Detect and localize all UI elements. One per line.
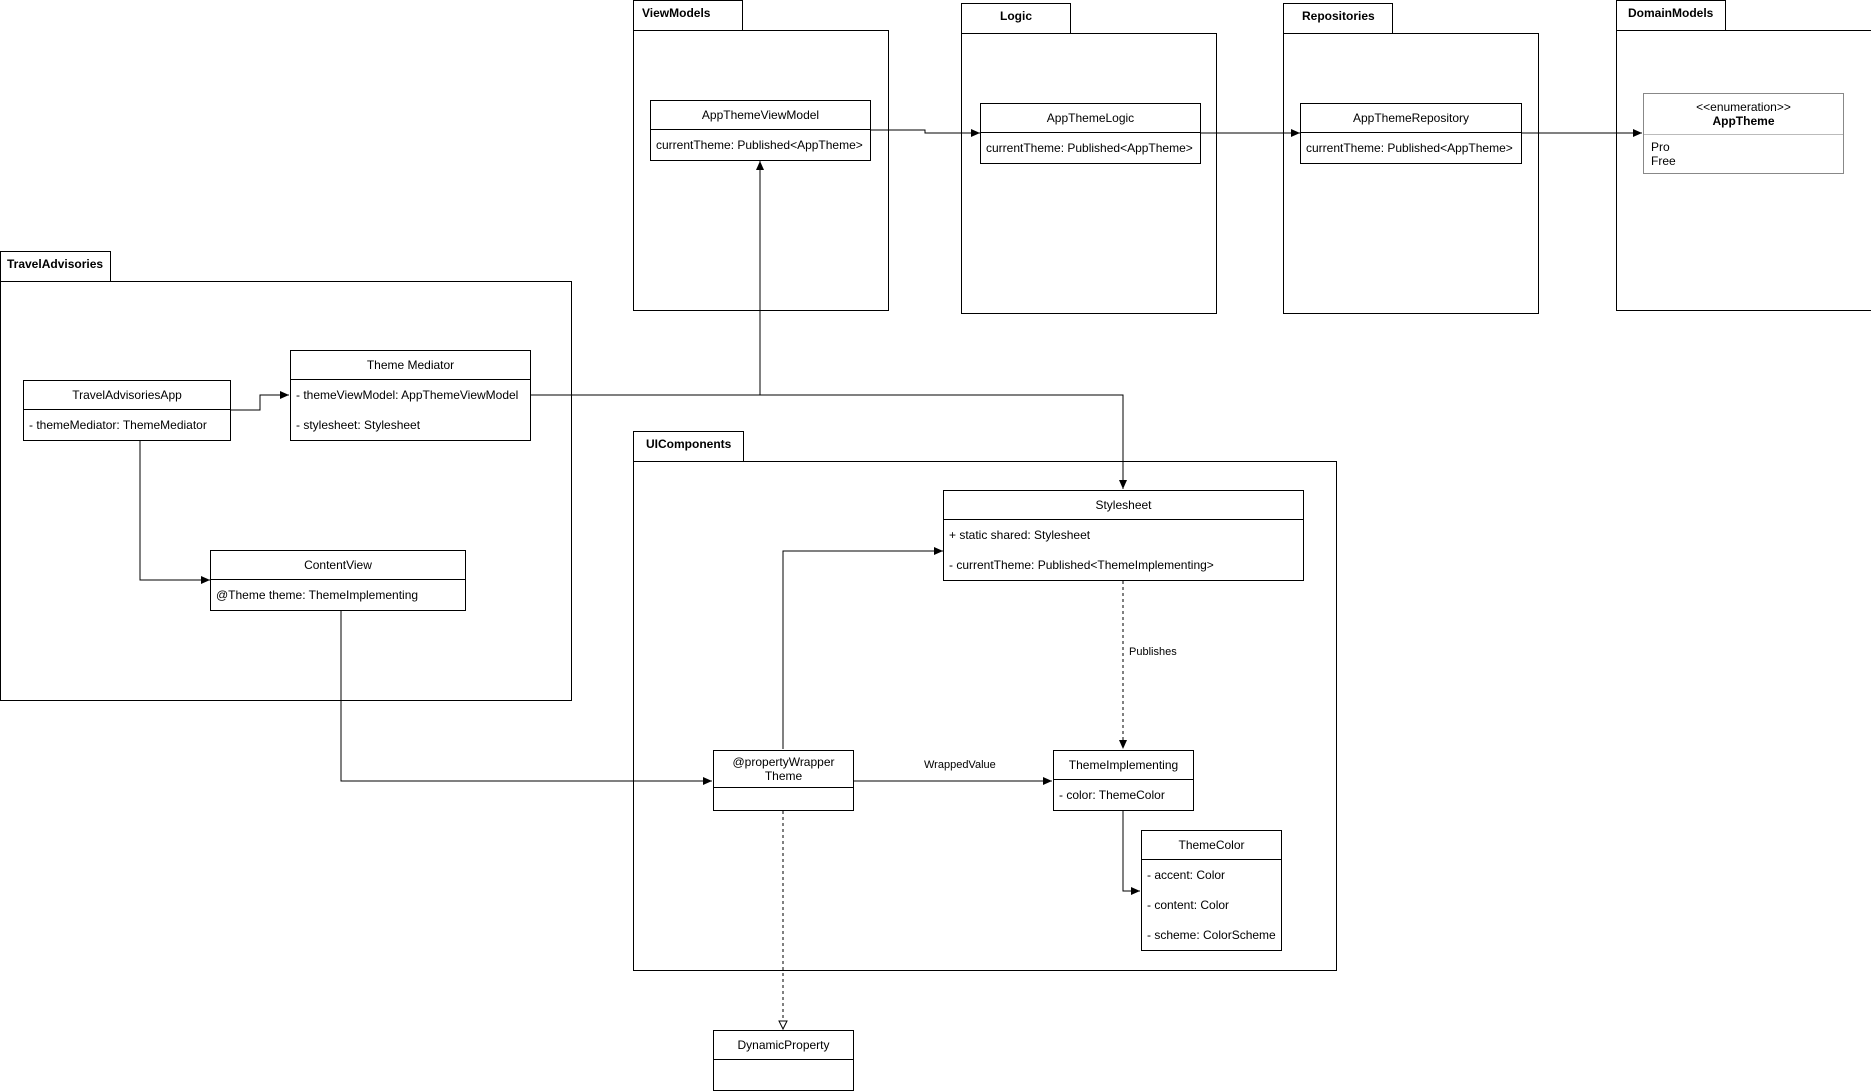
class-name: Theme Mediator [291, 351, 530, 380]
package-tab-viewmodels: ViewModels [633, 0, 743, 31]
package-tab-domainmodels: DomainModels [1616, 0, 1726, 31]
class-name: AppThemeLogic [981, 104, 1200, 133]
enum-app-theme[interactable]: <<enumeration>> AppTheme Pro Free [1643, 93, 1844, 174]
class-name: ThemeColor [1142, 831, 1281, 860]
class-dynamic-property[interactable]: DynamicProperty [713, 1030, 854, 1091]
class-theme-property-wrapper[interactable]: @propertyWrapper Theme [713, 750, 854, 811]
package-traveladvisories [0, 281, 572, 701]
class-travel-advisories-app[interactable]: TravelAdvisoriesApp - themeMediator: The… [23, 380, 231, 441]
class-name: TravelAdvisoriesApp [24, 381, 230, 410]
class-attribute: currentTheme: Published<AppTheme> [656, 138, 863, 152]
edge-label-wrapped-value: WrappedValue [922, 759, 998, 771]
package-tab-logic: Logic [961, 3, 1071, 34]
class-attribute: @Theme theme: ThemeImplementing [216, 588, 419, 602]
package-tab-repositories: Repositories [1283, 3, 1393, 34]
class-name: AppThemeViewModel [651, 101, 870, 130]
class-name: DynamicProperty [714, 1031, 853, 1060]
class-name: @propertyWrapper Theme [714, 751, 853, 788]
class-name-text: Theme [764, 769, 803, 783]
enum-value: Pro [1651, 140, 1670, 154]
class-app-theme-logic[interactable]: AppThemeLogic currentTheme: Published<Ap… [980, 103, 1201, 164]
class-stylesheet[interactable]: Stylesheet + static shared: Stylesheet -… [943, 490, 1304, 581]
package-tab-traveladvisories: TravelAdvisories [0, 251, 111, 282]
class-theme-mediator[interactable]: Theme Mediator - themeViewModel: AppThem… [290, 350, 531, 441]
package-uicomponents [633, 461, 1337, 971]
class-theme-color[interactable]: ThemeColor - accent: Color - content: Co… [1141, 830, 1282, 951]
class-attribute: currentTheme: Published<AppTheme> [1306, 141, 1513, 155]
class-attribute: - color: ThemeColor [1059, 788, 1165, 802]
class-name: AppThemeRepository [1301, 104, 1521, 133]
class-attribute: - scheme: ColorScheme [1147, 928, 1276, 942]
class-attribute: - themeViewModel: AppThemeViewModel [296, 388, 519, 402]
class-attribute: - currentTheme: Published<ThemeImplement… [949, 558, 1214, 572]
class-attribute: - stylesheet: Stylesheet [296, 418, 421, 432]
package-logic [961, 33, 1217, 314]
class-theme-implementing[interactable]: ThemeImplementing - color: ThemeColor [1053, 750, 1194, 811]
edge-label-publishes: Publishes [1127, 646, 1179, 658]
class-name: ContentView [211, 551, 465, 580]
class-attribute: + static shared: Stylesheet [949, 528, 1091, 542]
class-app-theme-viewmodel[interactable]: AppThemeViewModel currentTheme: Publishe… [650, 100, 871, 161]
class-attribute: currentTheme: Published<AppTheme> [986, 141, 1193, 155]
class-attribute: - accent: Color [1147, 868, 1226, 882]
class-content-view[interactable]: ContentView @Theme theme: ThemeImplement… [210, 550, 466, 611]
class-name: ThemeImplementing [1054, 751, 1193, 780]
enum-header: <<enumeration>> AppTheme [1644, 94, 1843, 135]
class-annotation: @propertyWrapper [732, 755, 835, 769]
package-domainmodels [1616, 30, 1871, 311]
enum-stereotype: <<enumeration>> [1696, 99, 1791, 114]
package-viewmodels [633, 30, 889, 311]
class-attribute: - content: Color [1147, 898, 1230, 912]
package-tab-uicomponents: UIComponents [633, 431, 744, 462]
class-app-theme-repository[interactable]: AppThemeRepository currentTheme: Publish… [1300, 103, 1522, 164]
enum-value: Free [1651, 154, 1676, 168]
class-name: Stylesheet [944, 491, 1303, 520]
enum-values: Pro Free [1644, 135, 1843, 168]
class-attribute: - themeMediator: ThemeMediator [29, 418, 207, 432]
package-repositories [1283, 33, 1539, 314]
enum-name: AppTheme [1712, 113, 1775, 128]
